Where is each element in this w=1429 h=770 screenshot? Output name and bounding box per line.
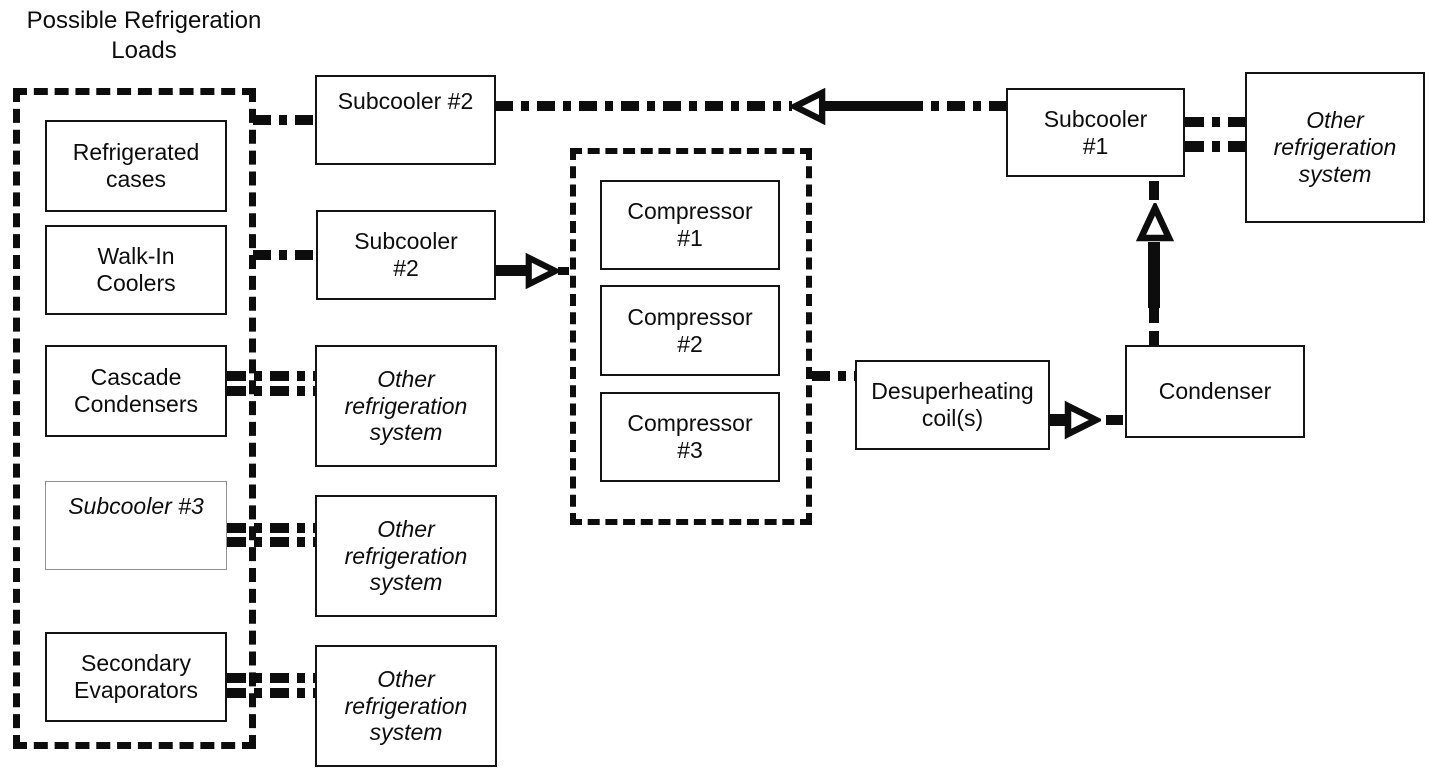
- connector-condenser-subcooler1-shaft: [1148, 242, 1160, 308]
- box-subcooler-2-mid: Subcooler #2: [316, 210, 496, 300]
- connector-secevap-other3-line2: [227, 688, 315, 698]
- box-cascade-condensers: Cascade Condensers: [45, 345, 227, 437]
- arrowhead-right-icon: [525, 253, 560, 289]
- box-label: Compressor #3: [627, 410, 753, 463]
- diagram-title: Possible Refrigeration Loads: [26, 7, 262, 64]
- box-subcooler-2-top: Subcooler #2: [315, 75, 496, 165]
- box-compressor-1: Compressor #1: [600, 180, 780, 270]
- box-subcooler-3: Subcooler #3: [45, 481, 227, 570]
- box-other-system-right: Other refrigeration system: [1245, 72, 1425, 223]
- arrowhead-left-icon: [790, 88, 826, 125]
- box-label: Subcooler #3: [68, 493, 204, 519]
- box-label: Other refrigeration system: [344, 515, 468, 596]
- box-refrigerated-cases: Refrigerated cases: [45, 120, 227, 212]
- connector-secevap-other3-line1: [227, 673, 315, 683]
- connector-subcooler1-otherright-line2: [1185, 141, 1245, 152]
- connector-cascade-other1-line2: [227, 386, 315, 396]
- connector-subcooler1-subcooler2-right-segment: [905, 101, 1006, 111]
- box-label: Subcooler #2: [354, 228, 458, 281]
- connector-loads-subcooler2-top: [253, 115, 316, 125]
- connector-compressors-desuperheating: [812, 371, 855, 381]
- box-desuperheating-coils: Desuperheating coil(s): [855, 360, 1050, 450]
- box-condenser: Condenser: [1125, 345, 1305, 438]
- box-label: Cascade Condensers: [73, 364, 199, 417]
- box-label: Desuperheating coil(s): [871, 378, 1034, 431]
- connector-loads-subcooler2-mid: [253, 250, 317, 260]
- box-compressor-3: Compressor #3: [600, 392, 780, 482]
- box-other-system-3: Other refrigeration system: [315, 645, 497, 767]
- box-label: Other refrigeration system: [1273, 107, 1397, 187]
- box-compressor-2: Compressor #2: [600, 285, 780, 376]
- connector-subcooler1-subcooler2-shaft: [823, 101, 905, 111]
- connector-desuperheating-condenser-shaft: [1050, 414, 1066, 426]
- connector-condenser-subcooler1-dash1: [1149, 331, 1159, 345]
- arrowhead-up-icon: [1136, 203, 1174, 242]
- box-label: Condenser: [1158, 378, 1272, 405]
- box-label: Walk-In Coolers: [96, 243, 176, 296]
- box-label: Subcooler #1: [1043, 105, 1148, 159]
- box-label: Secondary Evaporators: [73, 650, 198, 703]
- box-label: Subcooler #2: [337, 88, 474, 114]
- connector-subcooler2-compressors-stub: [558, 267, 569, 275]
- loads-group: [13, 88, 256, 749]
- box-label: Refrigerated cases: [72, 139, 200, 192]
- arrowhead-right-icon: [1064, 401, 1101, 439]
- box-walk-in-coolers: Walk-In Coolers: [45, 225, 227, 315]
- connector-cascade-other1-line1: [227, 371, 315, 381]
- box-label: Compressor #2: [627, 303, 753, 357]
- connector-subcooler2-compressors-shaft: [496, 265, 528, 276]
- connector-subcooler1-otherright-line1: [1185, 117, 1245, 127]
- connector-condenser-subcooler1-dash3: [1149, 181, 1159, 200]
- compressor-group: [570, 148, 812, 525]
- box-label: Other refrigeration system: [344, 665, 468, 746]
- connector-subcooler1-subcooler2-left-segment: [495, 101, 792, 111]
- box-secondary-evaporators: Secondary Evaporators: [45, 632, 227, 722]
- box-label: Compressor #1: [627, 198, 753, 251]
- connector-subcooler3-other2-line2: [227, 537, 315, 547]
- connector-desuperheating-condenser-dash: [1106, 415, 1123, 425]
- box-other-system-2: Other refrigeration system: [315, 495, 497, 617]
- box-other-system-1: Other refrigeration system: [315, 345, 497, 467]
- connector-condenser-subcooler1-dash2: [1149, 306, 1159, 323]
- box-label: Other refrigeration system: [344, 365, 468, 446]
- connector-subcooler3-other2-line1: [227, 523, 315, 533]
- box-subcooler-1: Subcooler #1: [1006, 88, 1185, 177]
